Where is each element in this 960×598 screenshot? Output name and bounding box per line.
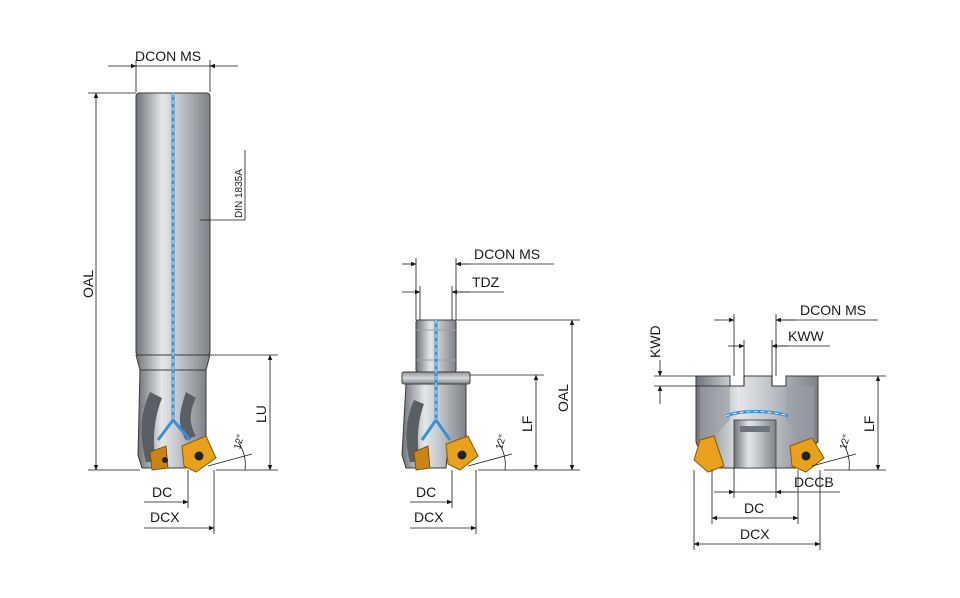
modular-oal-label: OAL — [555, 384, 571, 412]
shell-angle-label: 12° — [838, 433, 853, 450]
shank-end-mill: DCON MS DIN 1835A OAL LU 12° DC DCX — [80, 48, 278, 534]
shank-dcon-label: DCON MS — [135, 48, 201, 64]
modular-lf-label: LF — [519, 416, 535, 432]
shell-dcon-label: DCON MS — [800, 302, 866, 318]
modular-dcon-label: DCON MS — [474, 246, 540, 262]
insert-back — [149, 445, 169, 471]
modular-tdz-label: TDZ — [472, 274, 500, 290]
shell-dc-label: DC — [744, 500, 764, 516]
shell-dccb-label: DCCB — [794, 474, 834, 490]
modular-dcx-label: DCX — [414, 509, 444, 525]
shell-section — [700, 386, 730, 440]
shank-angle-label: 12° — [232, 433, 247, 450]
modular-mill: DCON MS TDZ LF OAL 12° DC DCX — [401, 246, 580, 534]
shell-lf-label: LF — [861, 416, 877, 432]
shell-kwd-label: KWD — [647, 325, 663, 358]
insert-screw-1 — [194, 451, 204, 461]
insert-4 — [693, 435, 725, 473]
modular-angle-label: 12° — [494, 433, 509, 450]
shank-lu-label: LU — [253, 405, 269, 423]
shell-dcx-label: DCX — [740, 526, 770, 542]
shell-mill: DCON MS KWW KWD LF 12° DCCB DC — [647, 302, 886, 550]
shank-oal-label: OAL — [80, 270, 96, 298]
flute-right — [179, 392, 196, 440]
shank-dc-label: DC — [152, 484, 172, 500]
shell-kww-label: KWW — [788, 328, 825, 344]
shank-dcx-label: DCX — [150, 509, 180, 525]
modular-dc-label: DC — [416, 484, 436, 500]
flute-left — [141, 392, 162, 462]
shank-norm-label: DIN 1835A — [234, 169, 245, 218]
